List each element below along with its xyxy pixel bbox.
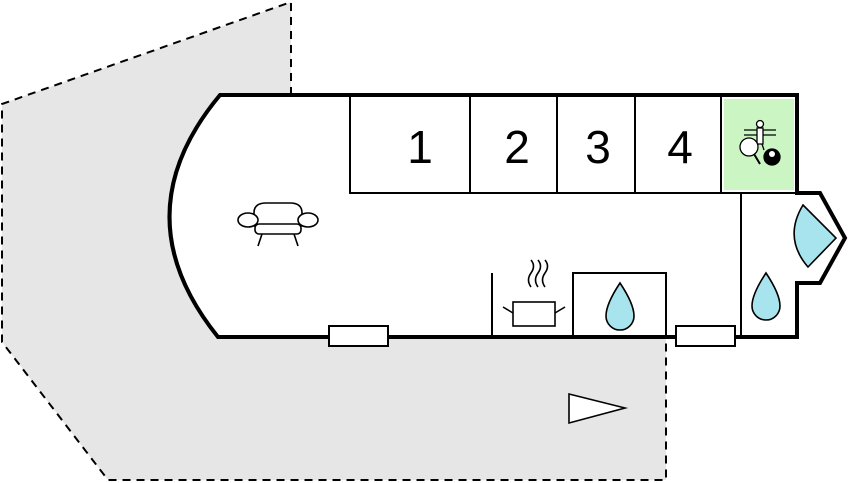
kitchen-bath-walls: [491, 272, 667, 335]
sofa-icon: [237, 202, 319, 247]
window-right: [675, 325, 736, 347]
room-label-1: 1: [407, 121, 433, 173]
room-label-4: 4: [667, 121, 693, 173]
house-outline: [167, 93, 848, 339]
water-drop-icon: [605, 281, 635, 331]
table-tennis-foosball-billiard-icon: [739, 119, 781, 166]
terrace-area: [2, 2, 666, 480]
bedroom-row: [349, 97, 797, 335]
terrace-dashed-border: [1, 0, 667, 481]
room-label-3: 3: [585, 121, 611, 173]
pool-icon: [793, 203, 838, 269]
room-label-2: 2: [504, 121, 530, 173]
cooking-pot-icon: [502, 259, 566, 327]
window-left: [328, 325, 389, 347]
entrance-arrow-icon: [568, 392, 629, 425]
water-drop-icon: [751, 271, 781, 321]
